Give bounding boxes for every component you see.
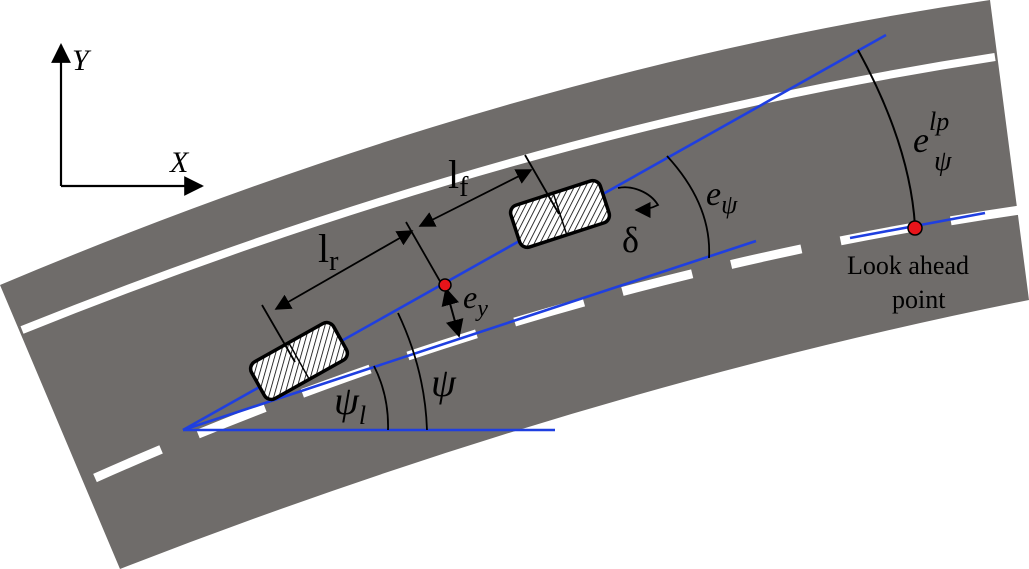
dimension-lines <box>261 154 560 363</box>
rear-wheel <box>248 320 350 402</box>
l-f-dimension <box>418 169 533 227</box>
y-axis-label: Y <box>72 44 92 77</box>
delta-label: δ <box>622 220 639 260</box>
x-axis-label: X <box>169 146 190 179</box>
look-ahead-label-line2: point <box>892 285 946 314</box>
e-y-label: ey <box>463 279 488 322</box>
road-edge-line <box>20 53 996 334</box>
front-wheel <box>508 178 612 250</box>
psi-l-label: ψl <box>334 378 366 430</box>
look-ahead-label-line1: Look ahead <box>847 251 969 280</box>
cg-point <box>438 278 452 292</box>
l-r-label: lr <box>318 226 339 277</box>
coordinate-axes <box>51 43 204 196</box>
l-r-dimension <box>274 230 414 310</box>
l-f-label: lf <box>448 152 469 203</box>
e-psi-lp-sub: ψ <box>934 146 952 177</box>
e-psi-arc <box>666 155 711 259</box>
e-psi-lp-arc <box>857 49 916 227</box>
steering-angle-arc <box>617 186 660 219</box>
psi-arc <box>397 312 428 431</box>
look-ahead-point <box>907 220 923 236</box>
e-psi-lp-label: elp <box>913 107 949 160</box>
psi-label: ψ <box>431 360 457 405</box>
e-y-arrow <box>441 287 464 338</box>
psi-l-arc <box>373 365 389 431</box>
e-psi-label: eψ <box>706 176 738 219</box>
